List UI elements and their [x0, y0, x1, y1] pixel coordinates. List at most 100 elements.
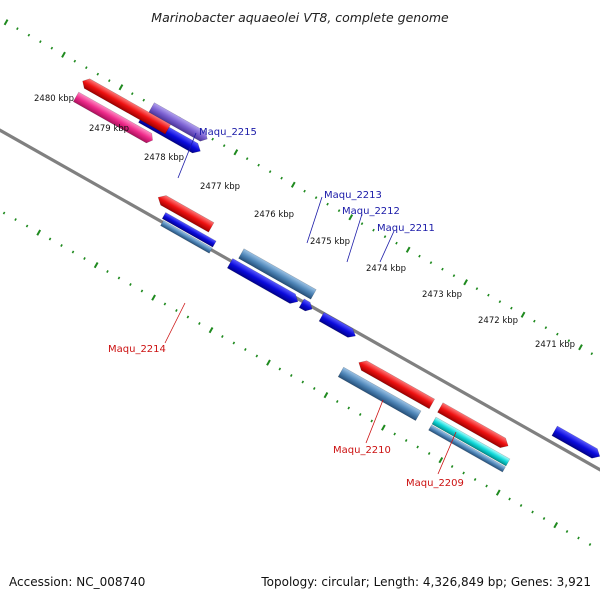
tick-dot-lower: [175, 309, 178, 312]
tick-dot-rows: [2, 19, 594, 546]
tick-dot-upper: [463, 279, 468, 286]
tick-dot-lower: [71, 250, 75, 254]
forward-cds-block[interactable]: [551, 425, 600, 461]
tick-label: 2471 kbp: [535, 340, 575, 350]
tick-dot-lower: [531, 510, 534, 514]
reverse-cds-block[interactable]: [337, 366, 422, 421]
tick-dot-lower: [208, 326, 214, 334]
tick-dot-lower: [542, 517, 546, 520]
reverse-cds-block[interactable]: [80, 76, 171, 135]
tick-dot-lower: [163, 302, 167, 306]
tick-dot-lower: [485, 484, 488, 488]
reverse-cds-block[interactable]: [356, 358, 435, 410]
tick-dot-upper: [314, 196, 318, 200]
reverse-cds-block[interactable]: [160, 220, 213, 254]
tick-dot-upper: [142, 98, 146, 102]
tick-dot-upper: [498, 300, 502, 304]
tick-label: 2472 kbp: [478, 316, 518, 326]
tick-dot-upper: [85, 66, 88, 70]
tick-dot-upper: [108, 79, 111, 83]
tick-dot-upper: [61, 51, 66, 58]
tick-dot-lower: [427, 452, 431, 455]
leader-line-maqu-2214: [164, 302, 186, 344]
tick-dot-upper: [544, 326, 548, 330]
forward-cds-block[interactable]: [238, 248, 317, 300]
genome-summary-text: Topology: circular; Length: 4,326,849 bp…: [260, 575, 591, 589]
tick-label: 2474 kbp: [366, 264, 406, 274]
tick-dot-upper: [73, 59, 77, 63]
tick-dot-lower: [232, 341, 236, 345]
forward-cds-block[interactable]: [318, 312, 358, 340]
gene-label-maqu-2214[interactable]: Maqu_2214: [108, 344, 166, 355]
gene-label-maqu-2213[interactable]: Maqu_2213: [324, 190, 382, 201]
tick-dot-upper: [487, 293, 490, 297]
tick-dot-upper: [395, 241, 398, 245]
gene-label-maqu-2215[interactable]: Maqu_2215: [199, 127, 257, 138]
tick-dot-upper: [348, 214, 354, 221]
tick-dot-upper: [510, 306, 513, 310]
tick-dot-lower: [358, 413, 362, 416]
tick-dot-upper: [441, 267, 444, 271]
tick-label: 2473 kbp: [422, 290, 462, 300]
tick-dot-lower: [93, 261, 99, 269]
gene-label-maqu-2209[interactable]: Maqu_2209: [406, 478, 464, 489]
reverse-cds-block[interactable]: [161, 212, 217, 248]
tick-dot-upper: [578, 344, 583, 351]
forward-cds-block[interactable]: [226, 258, 300, 306]
backbone-line: [0, 52, 600, 548]
tick-dot-upper: [50, 46, 54, 50]
tick-dot-upper: [39, 40, 42, 44]
reverse-cds-block[interactable]: [155, 193, 215, 233]
tick-dot-upper: [233, 149, 239, 156]
tick-dot-upper: [383, 235, 387, 239]
tick-dot-lower: [495, 489, 501, 496]
tick-dot-lower: [266, 359, 271, 366]
tick-dot-lower: [347, 406, 351, 410]
tick-dot-upper: [280, 176, 283, 180]
tick-dot-lower: [2, 211, 6, 215]
tick-dot-lower: [198, 322, 201, 325]
leader-line-maqu-2212: [346, 213, 363, 263]
leader-line-maqu-2215: [177, 132, 197, 179]
gene-label-maqu-2212[interactable]: Maqu_2212: [342, 206, 400, 217]
tick-dot-upper: [290, 181, 296, 188]
tick-label: 2480 kbp: [34, 94, 74, 104]
tick-label: 2479 kbp: [89, 124, 129, 134]
reverse-cds-block[interactable]: [428, 424, 506, 473]
tick-dot-upper: [118, 84, 124, 91]
tick-dot-lower: [83, 257, 86, 260]
tick-dot-upper: [590, 352, 594, 356]
tick-dot-lower: [117, 276, 121, 280]
gene-label-maqu-2210[interactable]: Maqu_2210: [333, 445, 391, 456]
reverse-cds-block[interactable]: [72, 91, 155, 145]
tick-label: 2476 kbp: [254, 210, 294, 220]
tick-dot-lower: [25, 224, 29, 228]
tick-dot-upper: [326, 202, 329, 206]
tick-dot-upper: [567, 339, 571, 343]
tick-dot-upper: [303, 189, 306, 193]
reverse-cds-block[interactable]: [437, 402, 511, 451]
tick-dot-lower: [186, 315, 190, 319]
tick-dot-lower: [588, 543, 592, 546]
forward-cds-block[interactable]: [298, 298, 314, 314]
tick-dot-upper: [3, 19, 9, 26]
tick-dot-lower: [381, 424, 386, 431]
gene-label-maqu-2211[interactable]: Maqu_2211: [377, 223, 435, 234]
leader-line-maqu-2210: [365, 399, 384, 444]
tick-dot-upper: [222, 144, 226, 148]
tick-dot-lower: [255, 354, 259, 358]
tick-dot-lower: [60, 244, 63, 247]
tick-dot-lower: [290, 374, 293, 377]
map-title: Marinobacter aquaeolei VT8, complete gen…: [151, 10, 449, 25]
tick-dot-lower: [301, 380, 305, 384]
tick-dot-lower: [312, 387, 316, 390]
tick-dot-lower: [416, 445, 419, 449]
tick-dot-lower: [151, 294, 156, 301]
tick-label: 2475 kbp: [310, 237, 350, 247]
forward-cds-block[interactable]: [148, 102, 210, 144]
tick-dot-lower: [129, 283, 132, 286]
tick-dot-upper: [556, 332, 559, 336]
reverse-cds-block[interactable]: [431, 416, 511, 467]
